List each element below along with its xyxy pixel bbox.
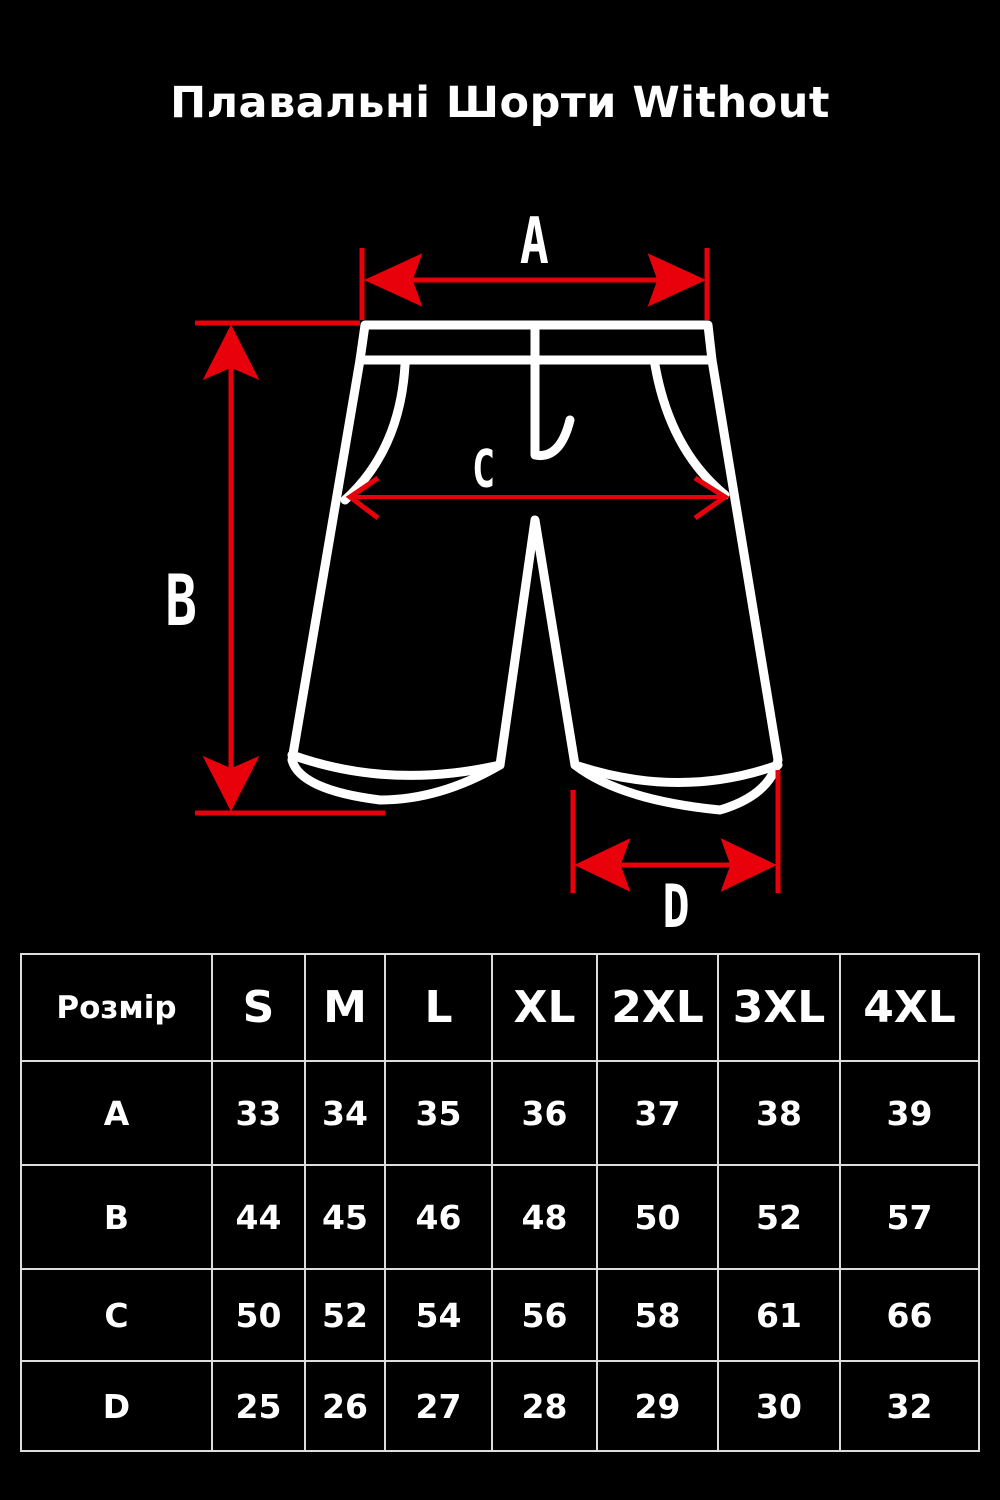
cell: 28 — [491, 1360, 598, 1452]
cell: 36 — [491, 1060, 598, 1166]
cell: 54 — [384, 1268, 493, 1362]
header-cell: 3XL — [717, 953, 841, 1062]
table-header-row: Розмір S M L XL 2XL 3XL 4XL — [20, 953, 980, 1062]
cell: 66 — [839, 1268, 980, 1362]
header-cell: 4XL — [839, 953, 980, 1062]
cell: 46 — [384, 1164, 493, 1270]
header-cell: Розмір — [20, 953, 213, 1062]
header-cell: M — [304, 953, 386, 1062]
label-b: B — [165, 560, 197, 642]
table-row: C 50 52 54 56 58 61 66 — [20, 1268, 980, 1362]
row-label: D — [20, 1360, 213, 1452]
header-cell: 2XL — [596, 953, 719, 1062]
cell: 35 — [384, 1060, 493, 1166]
shorts-diagram — [195, 248, 783, 893]
label-a: A — [519, 205, 549, 279]
cell: 37 — [596, 1060, 719, 1166]
cell: 38 — [717, 1060, 841, 1166]
size-table: Розмір S M L XL 2XL 3XL 4XL A 33 34 35 3… — [20, 953, 980, 1452]
cell: 50 — [211, 1268, 306, 1362]
cell: 58 — [596, 1268, 719, 1362]
cell: 52 — [717, 1164, 841, 1270]
page-title: Плавальні Шорти Without — [170, 78, 830, 128]
cell: 44 — [211, 1164, 306, 1270]
cell: 56 — [491, 1268, 598, 1362]
header-cell: XL — [491, 953, 598, 1062]
table-row: B 44 45 46 48 50 52 57 — [20, 1164, 980, 1270]
cell: 39 — [839, 1060, 980, 1166]
header-cell: S — [211, 953, 306, 1062]
shorts-outline — [287, 320, 783, 815]
cell: 57 — [839, 1164, 980, 1270]
cell: 32 — [839, 1360, 980, 1452]
measure-arrows — [195, 248, 781, 893]
cell: 27 — [384, 1360, 493, 1452]
row-label: B — [20, 1164, 213, 1270]
cell: 29 — [596, 1360, 719, 1452]
header-cell: L — [384, 953, 493, 1062]
cell: 26 — [304, 1360, 386, 1452]
cell: 25 — [211, 1360, 306, 1452]
cell: 52 — [304, 1268, 386, 1362]
cell: 61 — [717, 1268, 841, 1362]
cell: 34 — [304, 1060, 386, 1166]
label-c: C — [471, 440, 496, 500]
cell: 50 — [596, 1164, 719, 1270]
cell: 30 — [717, 1360, 841, 1452]
row-label: C — [20, 1268, 213, 1362]
table-row: A 33 34 35 36 37 38 39 — [20, 1060, 980, 1166]
cell: 48 — [491, 1164, 598, 1270]
cell: 33 — [211, 1060, 306, 1166]
cell: 45 — [304, 1164, 386, 1270]
label-d: D — [662, 872, 690, 942]
table-row: D 25 26 27 28 29 30 32 — [20, 1360, 980, 1452]
row-label: A — [20, 1060, 213, 1166]
